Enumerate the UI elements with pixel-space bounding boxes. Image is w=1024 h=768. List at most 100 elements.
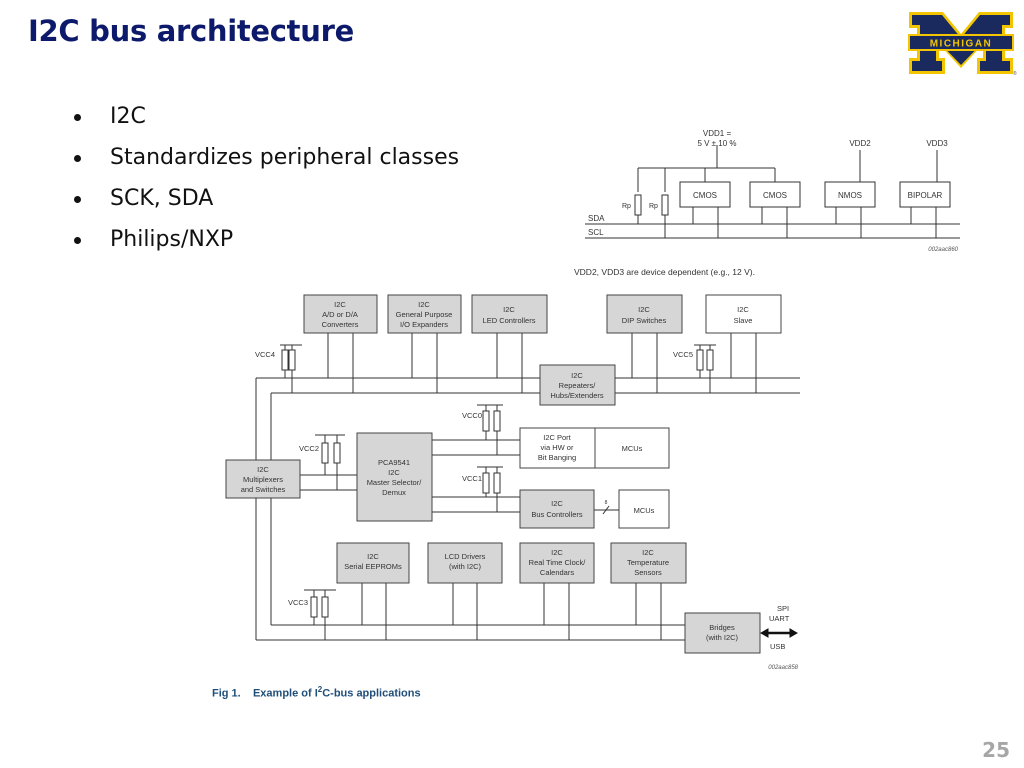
vdd-note: VDD2, VDD3 are device dependent (e.g., 1…: [574, 267, 755, 277]
block-cmos-1: [679, 181, 731, 208]
figure-caption: Fig 1. Example of I2C-bus applications: [212, 685, 421, 700]
block-label: I2C: [418, 300, 430, 309]
figure-id: 002aac860: [928, 247, 958, 253]
rp-label: Rp: [649, 203, 658, 210]
block-label: I2C: [638, 305, 650, 314]
block-label: Temperature: [627, 558, 669, 567]
scl-label: SCL: [588, 228, 604, 237]
block-label: LCD Drivers: [445, 552, 486, 561]
page-number: 25: [982, 738, 1010, 762]
block-label: BIPOLAR: [908, 191, 943, 200]
caption-sup: 2: [317, 685, 323, 694]
block-label: I2C: [642, 548, 654, 557]
block-label: (with I2C): [449, 562, 482, 571]
bus-width-slash: [602, 505, 610, 515]
block-nmos: [824, 181, 876, 208]
block-label: Master Selector/: [367, 478, 423, 487]
block-label: I/O Expanders: [400, 320, 448, 329]
block-label: A/D or D/A: [322, 310, 358, 319]
block-bipolar: [899, 181, 951, 208]
block-bridges: [684, 612, 761, 654]
block-label: Sensors: [634, 568, 662, 577]
vdd2-label: VDD2: [849, 139, 871, 148]
block-label: General Purpose: [396, 310, 453, 319]
block-label: Converters: [322, 320, 359, 329]
block-label: CMOS: [763, 191, 787, 200]
block-label: PCA9541: [378, 458, 410, 467]
block-slave: [705, 294, 782, 334]
block-label: Demux: [382, 488, 406, 497]
bullet-list: I2C Standardizes peripheral classes SCK,…: [72, 100, 459, 264]
block-label: MCUs: [634, 506, 655, 515]
figure-id: 002aac858: [768, 665, 798, 671]
block-label: Calendars: [540, 568, 574, 577]
block-label: MCUs: [622, 444, 643, 453]
block-label: and Switches: [241, 485, 286, 494]
block-multiplexers: [225, 459, 301, 499]
block-master-selector: [356, 432, 433, 522]
block-rtc-calendars: [519, 542, 595, 584]
block-repeaters: [539, 364, 616, 406]
bullet-item: I2C: [72, 100, 459, 141]
block-bus-controllers: [519, 489, 595, 529]
protocol-label: SPI: [777, 604, 789, 613]
logo-text: MICHIGAN: [930, 39, 993, 50]
block-lcd-drivers: [427, 542, 503, 584]
block-label: I2C: [367, 552, 379, 561]
vdd1-value: 5 V ± 10 %: [697, 139, 736, 148]
block-label: Bit Banging: [538, 453, 576, 462]
bus-width-label: 8: [605, 500, 608, 506]
block-label: Real Time Clock/: [529, 558, 587, 567]
vcc-label: VCC4: [255, 350, 275, 359]
block-label: I2C: [503, 305, 515, 314]
vcc-label: VCC5: [673, 350, 693, 359]
block-led-controllers: [471, 294, 548, 334]
block-label: Bus Controllers: [531, 510, 583, 519]
protocol-label: UART: [769, 614, 790, 623]
protocol-label: USB: [770, 642, 785, 651]
sda-label: SDA: [588, 214, 605, 223]
bidirectional-arrow-icon: [759, 628, 799, 638]
block-label: (with I2C): [706, 633, 739, 642]
caption-text: C-bus applications: [322, 687, 421, 700]
block-cmos-2: [749, 181, 801, 208]
block-label: via HW or: [541, 443, 574, 452]
block-label: Multiplexers: [243, 475, 283, 484]
block-label: I2C: [388, 468, 400, 477]
vcc-label: VCC0: [462, 411, 482, 420]
block-label: I2C: [737, 305, 749, 314]
bullet-icon: [74, 155, 81, 162]
vdd1-label: VDD1 =: [703, 129, 732, 138]
bullet-item: SCK, SDA: [72, 182, 459, 223]
caption-prefix: Fig 1.: [212, 687, 241, 700]
michigan-logo: MICHIGAN ®: [908, 12, 1017, 77]
vcc-label: VCC3: [288, 598, 308, 607]
vdd3-label: VDD3: [926, 139, 948, 148]
block-label: Slave: [734, 316, 753, 325]
block-label: NMOS: [838, 191, 862, 200]
pullup-resistors: [281, 349, 714, 618]
caption-text: Example of I: [252, 687, 318, 700]
bullet-item: Philips/NXP: [72, 223, 459, 264]
block-label: I2C: [334, 300, 346, 309]
bullet-icon: [74, 237, 81, 244]
block-label: Hubs/Extenders: [550, 391, 604, 400]
block-label: Serial EEPROMs: [344, 562, 402, 571]
block-label: I2C: [551, 499, 563, 508]
logo-registered-mark: ®: [1013, 70, 1017, 77]
rp-label: Rp: [622, 203, 631, 210]
bullet-item: Standardizes peripheral classes: [72, 141, 459, 182]
block-label: I2C Port: [543, 433, 571, 442]
block-label: CMOS: [693, 191, 717, 200]
bus-voltage-diagram: VDD1 = 5 V ± 10 % VDD2 VDD3 Rp Rp CMOS C…: [574, 129, 960, 277]
block-i2c-port: [519, 427, 596, 469]
block-mcus-1: [594, 427, 670, 469]
slide-title: I2C bus architecture: [28, 14, 354, 48]
block-label: I2C: [257, 465, 269, 474]
bullet-icon: [74, 196, 81, 203]
bullet-icon: [74, 114, 81, 121]
block-label: I2C: [551, 548, 563, 557]
logo-banner-inner: [910, 36, 1012, 49]
block-label: LED Controllers: [483, 316, 536, 325]
vcc-label: VCC1: [462, 474, 482, 483]
